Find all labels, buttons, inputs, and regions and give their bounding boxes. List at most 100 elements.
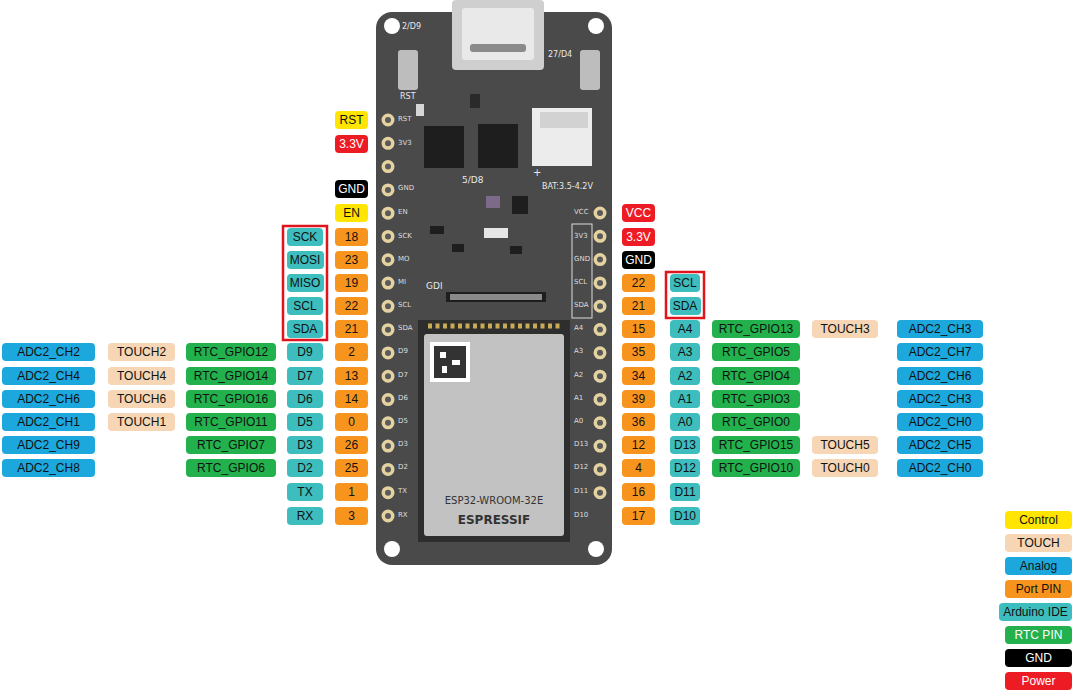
pin-text: D11 <box>670 483 700 501</box>
pin-label: ADC2_CH2 <box>2 343 95 361</box>
silkscreen-text: A4 <box>574 324 583 333</box>
pin-text: RST <box>335 111 368 129</box>
pin-text: D5 <box>287 413 323 431</box>
silkscreen-text: SDA <box>574 301 589 310</box>
chip <box>478 124 518 168</box>
pin-label: RTC_GPIO6 <box>186 459 276 477</box>
pin-label: 16 <box>622 483 655 501</box>
module-shield <box>424 334 564 536</box>
legend-swatch: TOUCH <box>1005 534 1072 552</box>
pin-label: ADC2_CH4 <box>2 367 95 385</box>
chip <box>424 126 464 168</box>
pin-label: RTC_GPIO10 <box>712 459 800 477</box>
pin-label: 17 <box>622 507 655 525</box>
pin-label: SDA <box>287 320 323 338</box>
pin-text: 1 <box>335 483 368 501</box>
pin-text: 15 <box>622 320 655 338</box>
usb-c-slot <box>470 44 526 52</box>
reset-button <box>398 50 418 90</box>
pin-text: TOUCH5 <box>812 436 878 454</box>
pin-text: ADC2_CH3 <box>897 390 983 408</box>
pin-label: RTC_GPIO14 <box>186 367 276 385</box>
pin-label: 0 <box>335 413 368 431</box>
smd-part <box>452 244 464 252</box>
pin-label: ADC2_CH6 <box>897 367 983 385</box>
pin-text: 39 <box>622 390 655 408</box>
legend-text: RTC PIN <box>1005 626 1072 644</box>
silkscreen-text: SCL <box>574 278 587 287</box>
pin-text: VCC <box>622 204 655 222</box>
pin-text: RTC_GPIO11 <box>186 413 276 431</box>
silkscreen-text: ESP32-WROOM-32E <box>445 494 543 507</box>
pin-text: GND <box>622 251 655 269</box>
pin-label: D3 <box>287 436 323 454</box>
pin-label: 3.3V <box>335 135 368 153</box>
pin-label: RTC_GPIO0 <box>712 413 800 431</box>
pin-label: RX <box>287 507 323 525</box>
pin-text: RTC_GPIO15 <box>712 436 800 454</box>
legend-text: Analog <box>1005 557 1072 575</box>
pin-text: ADC2_CH7 <box>897 343 983 361</box>
pin-text: 4 <box>622 459 655 477</box>
pin-text: TX <box>287 483 323 501</box>
silkscreen-text: 5/D8 <box>462 174 483 186</box>
legend-text: TOUCH <box>1005 534 1072 552</box>
pin-text: TOUCH3 <box>812 320 878 338</box>
pin-label: RTC_GPIO12 <box>186 343 276 361</box>
pin-text: RTC_GPIO3 <box>712 390 800 408</box>
gdi-connector <box>446 292 546 302</box>
pin-label: 19 <box>335 274 368 292</box>
silkscreen-text: VCC <box>574 208 589 217</box>
pin-text: 34 <box>622 367 655 385</box>
silkscreen-text: D9 <box>398 347 408 356</box>
pin-label: GND <box>335 180 368 198</box>
pin-text: A1 <box>670 390 700 408</box>
silkscreen-text: RX <box>398 511 408 520</box>
pin-label: RTC_GPIO3 <box>712 390 800 408</box>
header-pads <box>594 213 607 516</box>
pin-label: 12 <box>622 436 655 454</box>
pin-text: 26 <box>335 436 368 454</box>
pin-label: A3 <box>670 343 700 361</box>
pin-text: SDA <box>287 320 323 338</box>
pin-text: 21 <box>622 297 655 315</box>
silkscreen-text: SCL <box>398 301 411 310</box>
pin-text: SDA <box>670 297 701 315</box>
pin-label: RTC_GPIO15 <box>712 436 800 454</box>
pin-text: D7 <box>287 367 323 385</box>
module-castellations <box>428 324 562 329</box>
pin-text: TOUCH2 <box>108 343 175 361</box>
pin-text: 23 <box>335 251 368 269</box>
header-pads <box>382 120 395 516</box>
qr-code-pattern <box>442 366 447 373</box>
legend-swatch: Control <box>1005 511 1072 529</box>
pin-label: SCL <box>287 297 323 315</box>
group-outline <box>666 272 704 318</box>
pin-text: MOSI <box>287 251 324 269</box>
pin-text: 25 <box>335 459 368 477</box>
pin-label: D10 <box>670 507 700 525</box>
pin-label: D2 <box>287 459 323 477</box>
pin-label: TOUCH4 <box>108 367 175 385</box>
legend-text: Power <box>1005 672 1072 690</box>
pin-text: ADC2_CH9 <box>2 436 95 454</box>
qr-code-pattern <box>440 352 446 358</box>
battery-connector <box>532 108 592 166</box>
pin-label: RTC_GPIO4 <box>712 367 800 385</box>
pin-text: ADC2_CH3 <box>897 320 983 338</box>
silkscreen-text: D2 <box>398 463 408 472</box>
pin-text: RTC_GPIO6 <box>186 459 276 477</box>
pin-text: RX <box>287 507 323 525</box>
silkscreen-text: + <box>533 166 541 179</box>
pin-label: 36 <box>622 413 655 431</box>
pin-text: 36 <box>622 413 655 431</box>
silkscreen-text: GDI <box>426 280 443 292</box>
pin-text: 13 <box>335 367 368 385</box>
pin-label: TOUCH1 <box>108 413 175 431</box>
silkscreen-text: MO <box>398 255 410 264</box>
pin-text: RTC_GPIO7 <box>186 436 276 454</box>
pin-text: 0 <box>335 413 368 431</box>
pin-label: ADC2_CH8 <box>2 459 95 477</box>
pin-label: 23 <box>335 251 368 269</box>
pin-label: MOSI <box>287 251 324 269</box>
